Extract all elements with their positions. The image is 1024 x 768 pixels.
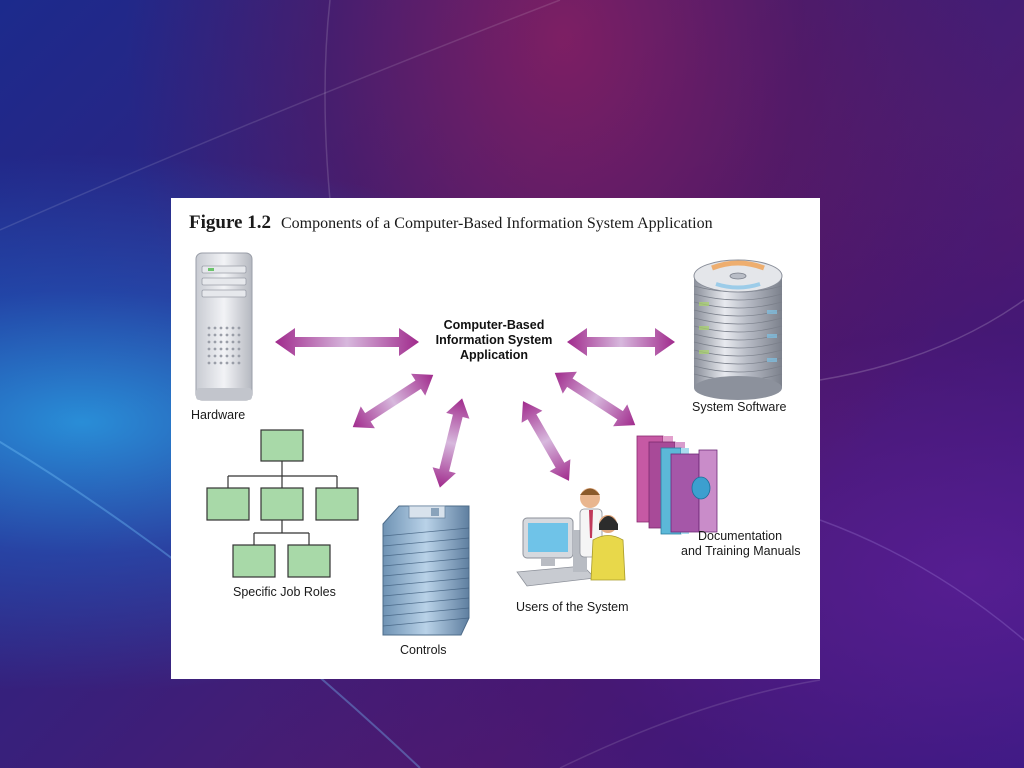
system-software-label: System Software <box>692 400 787 414</box>
documentation-label-line2: and Training Manuals <box>681 544 801 558</box>
arrow-documentation <box>554 371 636 427</box>
floppy-stack-icon <box>382 505 470 636</box>
users-at-computer-icon <box>516 488 626 587</box>
figure-title: Components of a Computer-Based Informati… <box>280 215 713 232</box>
figure-panel: Figure 1.2 Components of a Computer-Base… <box>171 198 820 679</box>
figure-number: Figure 1.2 <box>189 212 271 233</box>
arrow-job-roles <box>352 373 434 429</box>
arrow-system-software <box>567 328 675 356</box>
arrow-hardware <box>275 328 419 356</box>
org-chart-icon <box>206 429 359 578</box>
center-node-label: Computer-Based Information System Applic… <box>423 318 565 363</box>
controls-label: Controls <box>400 643 447 657</box>
computer-tower-icon <box>195 252 253 401</box>
documentation-label-line1: Documentation <box>698 529 783 543</box>
center-line-2: Information System <box>435 333 553 347</box>
job-roles-label: Specific Job Roles <box>233 585 336 599</box>
manual-books-icon <box>636 435 718 535</box>
hardware-label: Hardware <box>191 408 246 422</box>
center-line-3: Application <box>459 348 529 362</box>
figure-caption: Figure 1.2 Components of a Computer-Base… <box>189 212 713 234</box>
arrow-controls <box>432 398 470 488</box>
users-label: Users of the System <box>516 600 629 614</box>
diagram-drawing <box>195 252 783 636</box>
disc-stack-icon <box>693 259 783 400</box>
arrow-users <box>521 401 571 481</box>
center-line-1: Computer-Based <box>443 318 545 332</box>
